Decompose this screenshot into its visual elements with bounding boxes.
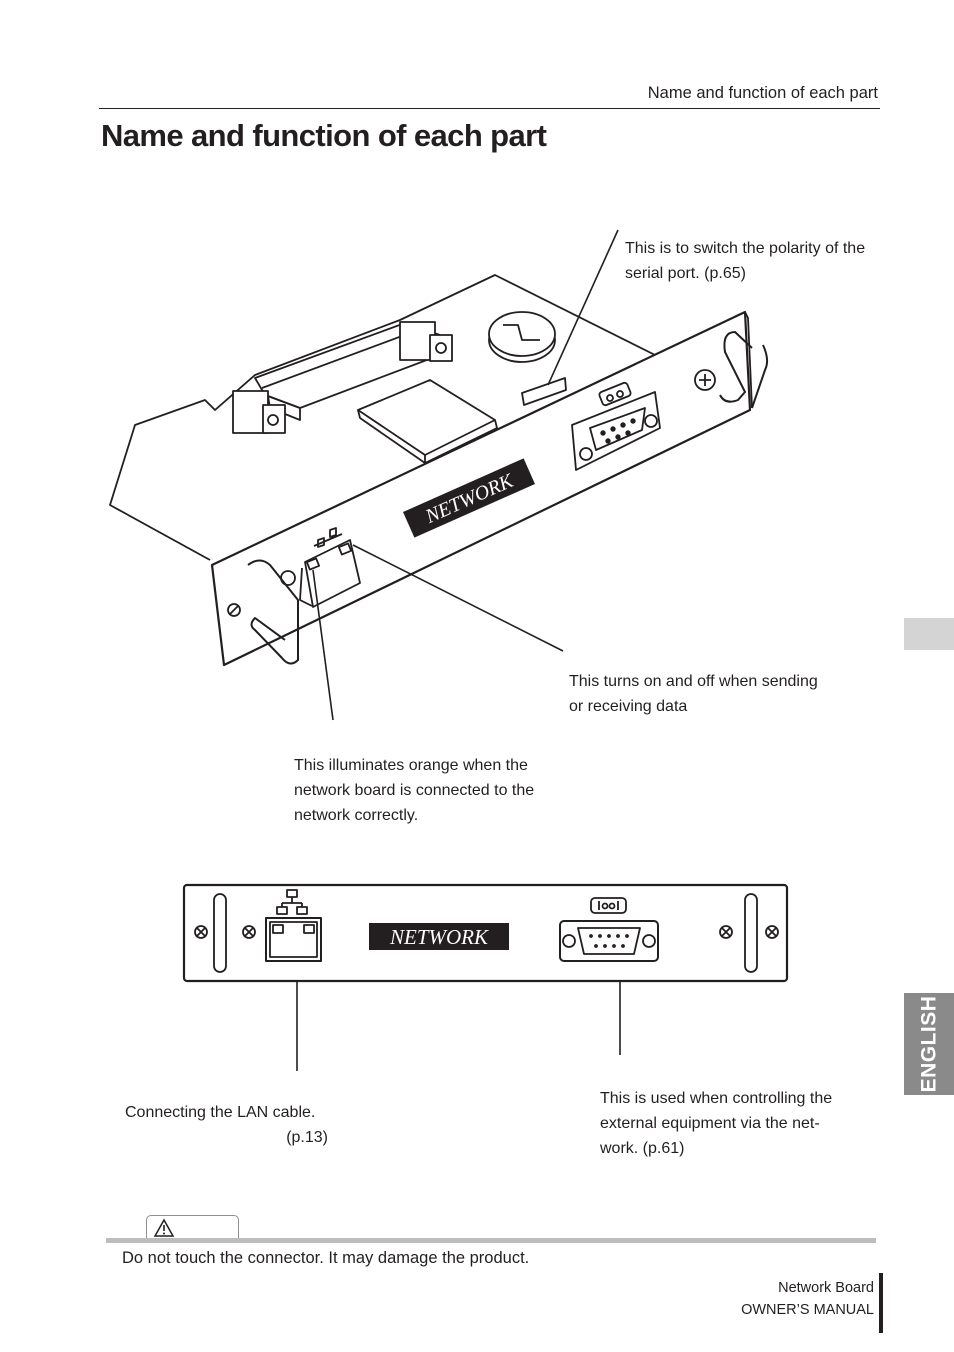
callout-line: (p.13) [286, 1129, 328, 1146]
section-tab [904, 618, 954, 650]
callout-line: This illuminates orange when the [294, 757, 528, 774]
perspective-board-drawing [109, 274, 769, 667]
footer-manual: OWNER’S MANUAL [741, 1302, 874, 1318]
footer-bar [879, 1273, 883, 1333]
language-tab-label: ENGLISH [917, 995, 940, 1093]
footer: Network Board OWNER’S MANUAL [640, 1277, 874, 1321]
warning-triangle-icon [153, 1218, 175, 1237]
callout-line: or receiving data [569, 698, 688, 715]
caution-divider [106, 1238, 876, 1243]
header-rule [99, 108, 880, 109]
leader-polarity [547, 229, 619, 386]
callout-lan-port: Connecting the LAN cable. (p.13) [125, 1100, 328, 1150]
callout-line: network correctly. [294, 807, 419, 824]
page-title: Name and function of each part [101, 118, 547, 153]
front-network-label: NETWORK [369, 923, 509, 950]
running-header: Name and function of each part [647, 84, 878, 102]
callout-line: This turns on and off when sending [569, 673, 818, 690]
callout-polarity-switch: This is to switch the polarity of the se… [625, 236, 865, 286]
language-tab: ENGLISH [904, 993, 954, 1095]
callout-line: serial port. (p.65) [625, 265, 746, 282]
callout-link-led: This illuminates orange when the network… [294, 753, 534, 828]
caution-tab [146, 1215, 239, 1239]
footer-product: Network Board [778, 1280, 874, 1296]
front-network-text: NETWORK [389, 925, 489, 949]
caution-text: Do not touch the connector. It may damag… [122, 1249, 530, 1267]
callout-line: This is used when controlling the [600, 1090, 833, 1107]
callout-line: network board is connected to the [294, 782, 535, 799]
callout-line: external equipment via the net- [600, 1115, 820, 1132]
callout-line: Connecting the LAN cable. [125, 1104, 316, 1121]
callout-serial-port: This is used when controlling the extern… [600, 1086, 832, 1161]
callout-data-led: This turns on and off when sending or re… [569, 669, 818, 719]
callout-line: work. (p.61) [600, 1140, 685, 1157]
callout-line: This is to switch the polarity of the [625, 240, 866, 257]
